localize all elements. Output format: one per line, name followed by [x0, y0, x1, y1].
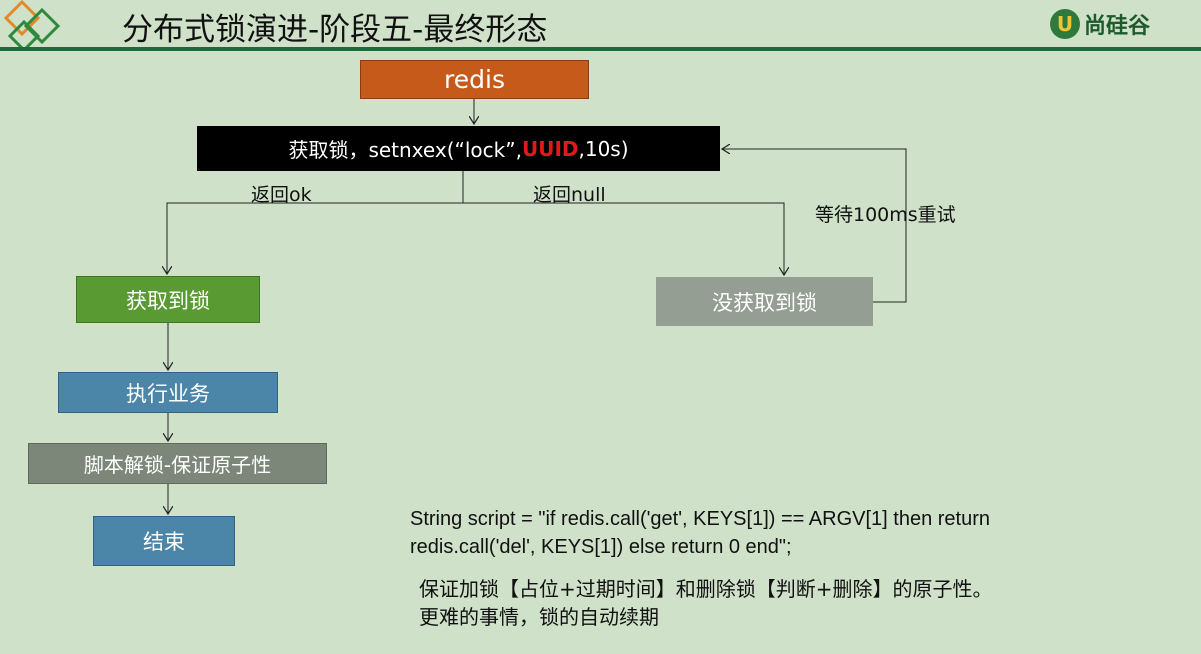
- header-divider: [0, 47, 1201, 51]
- code-line-1: String script = "if redis.call('get', KE…: [410, 508, 990, 530]
- summary-notes: 保证加锁【占位+过期时间】和删除锁【判断+删除】的原子性。 更难的事情，锁的自动…: [419, 575, 993, 631]
- header-bar: 分布式锁演进-阶段五-最终形态 U 尚硅谷: [0, 0, 1201, 52]
- return-null-label: 返回null: [533, 184, 606, 206]
- return-ok-label: 返回ok: [251, 184, 312, 206]
- brand-mark-icon: U: [1050, 9, 1080, 39]
- uuid-highlight: UUID: [521, 136, 579, 161]
- brand-name: 尚硅谷: [1084, 14, 1151, 39]
- get-lock-node: 获取锁，setnxex(“lock”,UUID,10s): [197, 126, 720, 171]
- get-lock-prefix: 获取锁，setnxex(“lock”,: [288, 138, 522, 162]
- not-acquired-lock-node: 没获取到锁: [656, 277, 873, 326]
- script-unlock-node: 脚本解锁-保证原子性: [28, 443, 327, 484]
- arrow-retry-loop: [722, 149, 907, 303]
- note-line-2: 更难的事情，锁的自动续期: [419, 605, 659, 629]
- redis-node: redis: [360, 60, 589, 99]
- wait-retry-label: 等待100ms重试: [815, 204, 956, 226]
- end-node: 结束: [93, 516, 235, 566]
- diamond-logo-icon: [3, 0, 61, 50]
- get-lock-suffix: ,10s): [578, 136, 629, 161]
- arrow-to-acquired: [167, 202, 463, 274]
- note-line-1: 保证加锁【占位+过期时间】和删除锁【判断+删除】的原子性。: [419, 577, 993, 601]
- page-title: 分布式锁演进-阶段五-最终形态: [122, 12, 548, 48]
- execute-business-node: 执行业务: [58, 372, 278, 413]
- lua-script-code: String script = "if redis.call('get', KE…: [410, 505, 990, 561]
- code-line-2: redis.call('del', KEYS[1]) else return 0…: [410, 536, 792, 558]
- arrow-to-not-acquired: [463, 202, 784, 275]
- acquired-lock-node: 获取到锁: [76, 276, 260, 323]
- brand-logo: U 尚硅谷: [1050, 7, 1150, 41]
